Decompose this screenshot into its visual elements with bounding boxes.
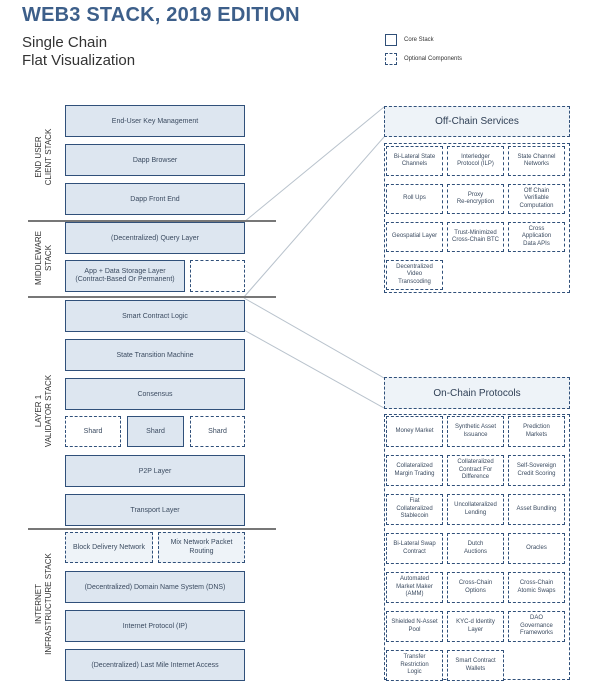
legend-core-swatch (385, 34, 397, 46)
layer-label-validator-line-2: VALIDATOR STACK (44, 374, 53, 448)
onchain-item: Oracles (508, 533, 565, 564)
legend-core-label: Core Stack (404, 37, 434, 43)
onchain-title: On-Chain Protocols (384, 377, 570, 409)
onchain-item: Cross-Chain Options (447, 572, 504, 603)
offchain-item: Decentralized Video Transcoding (386, 260, 443, 290)
stack-data-storage: App + Data Storage Layer (Contract-Based… (65, 260, 185, 292)
layer-label-internet: INTERNET INFRASTRUCTURE STACK (34, 553, 54, 655)
layer-label-middleware-line-2: STACK (44, 244, 53, 272)
layer-label-validator-line-1: LAYER 1 (34, 394, 43, 428)
stack-internet-protocol: Internet Protocol (IP) (65, 610, 245, 642)
onchain-item: Collateralized Margin Trading (386, 455, 443, 486)
onchain-connector-bottom (243, 329, 385, 409)
onchain-item: Collateralized Contract For Difference (447, 455, 504, 486)
stack-block-delivery-network: Block Delivery Network (65, 532, 153, 563)
offchain-item: Trust-Minimized Cross-Chain BTC (447, 222, 504, 252)
layer-label-client-line-1: END USER (34, 136, 43, 178)
onchain-item: Fiat Collateralized Stablecoin (386, 494, 443, 525)
subtitle-line-1: Single Chain (22, 34, 108, 51)
layer-label-middleware-line-1: MIDDLEWARE (34, 231, 43, 285)
layer-label-validator: LAYER 1 VALIDATOR STACK (34, 375, 54, 447)
onchain-item: Smart Contract Wallets (447, 650, 504, 681)
stack-shard-left: Shard (65, 416, 121, 447)
stack-dns: (Decentralized) Domain Name System (DNS) (65, 571, 245, 603)
separator-middleware-validator (28, 296, 276, 298)
layer-label-middleware: MIDDLEWARE STACK (34, 231, 54, 285)
onchain-item: Dutch Auctions (447, 533, 504, 564)
layer-label-client: END USER CLIENT STACK (34, 129, 54, 186)
stack-smart-contract-logic: Smart Contract Logic (65, 300, 245, 332)
onchain-item: Transfer Restriction Logic (386, 650, 443, 681)
layer-label-internet-line-2: INFRASTRUCTURE STACK (44, 553, 53, 655)
onchain-item: Cross-Chain Atomic Swaps (508, 572, 565, 603)
subtitle-line-2: Flat Visualization (22, 52, 136, 69)
stack-shard-right: Shard (190, 416, 245, 447)
stack-mix-network-routing: Mix Network Packet Routing (158, 532, 245, 563)
offchain-item: Interledger Protocol (ILP) (447, 146, 504, 176)
separator-validator-internet (28, 528, 276, 530)
offchain-title: Off-Chain Services (384, 106, 570, 137)
separator-client-middleware (28, 220, 276, 222)
stack-dapp-browser: Dapp Browser (65, 144, 245, 176)
onchain-item: Self-Sovereign Credit Scoring (508, 455, 565, 486)
offchain-connector-top (243, 106, 385, 223)
offchain-item: Geospatial Layer (386, 222, 443, 252)
layer-label-internet-line-1: INTERNET (34, 584, 43, 625)
subtitle: Single Chain Flat Visualization (22, 34, 135, 70)
offchain-item: Cross Application Data APIs (508, 222, 565, 252)
offchain-item: Bi-Lateral State Channels (386, 146, 443, 176)
offchain-item: Roll Ups (386, 184, 443, 214)
offchain-connector-bottom (243, 136, 385, 298)
offchain-item: Off Chain Verifiable Computation (508, 184, 565, 214)
onchain-item: Prediction Markets (508, 416, 565, 447)
onchain-item: Money Market (386, 416, 443, 447)
stack-last-mile-access: (Decentralized) Last Mile Internet Acces… (65, 649, 245, 681)
onchain-item: Shielded N-Asset Pool (386, 611, 443, 642)
page-title: WEB3 STACK, 2019 EDITION (22, 4, 300, 26)
stack-dapp-front-end: Dapp Front End (65, 183, 245, 215)
stack-p2p-layer: P2P Layer (65, 455, 245, 487)
stack-transport-layer: Transport Layer (65, 494, 245, 526)
stack-storage-optional-slot (190, 260, 245, 292)
offchain-item: Proxy Re-encryption (447, 184, 504, 214)
legend-optional-label: Optional Components (404, 56, 463, 62)
onchain-connector-top (243, 297, 385, 379)
onchain-item: KYC-d Identity Layer (447, 611, 504, 642)
onchain-item: DAO Governance Frameworks (508, 611, 565, 642)
onchain-item: Asset Bundling (508, 494, 565, 525)
offchain-item: State Channel Networks (508, 146, 565, 176)
onchain-item: Bi-Lateral Swap Contract (386, 533, 443, 564)
onchain-item: Automated Market Maker (AMM) (386, 572, 443, 603)
layer-label-client-line-2: CLIENT STACK (44, 128, 53, 186)
onchain-item: Synthetic Asset Issuance (447, 416, 504, 447)
stack-shard-center: Shard (127, 416, 184, 447)
legend-optional-swatch (385, 53, 397, 65)
onchain-item: Uncollateralized Lending (447, 494, 504, 525)
stack-query-layer: (Decentralized) Query Layer (65, 222, 245, 254)
stack-state-transition-machine: State Transition Machine (65, 339, 245, 371)
stack-key-management: End-User Key Management (65, 105, 245, 137)
stack-consensus: Consensus (65, 378, 245, 410)
